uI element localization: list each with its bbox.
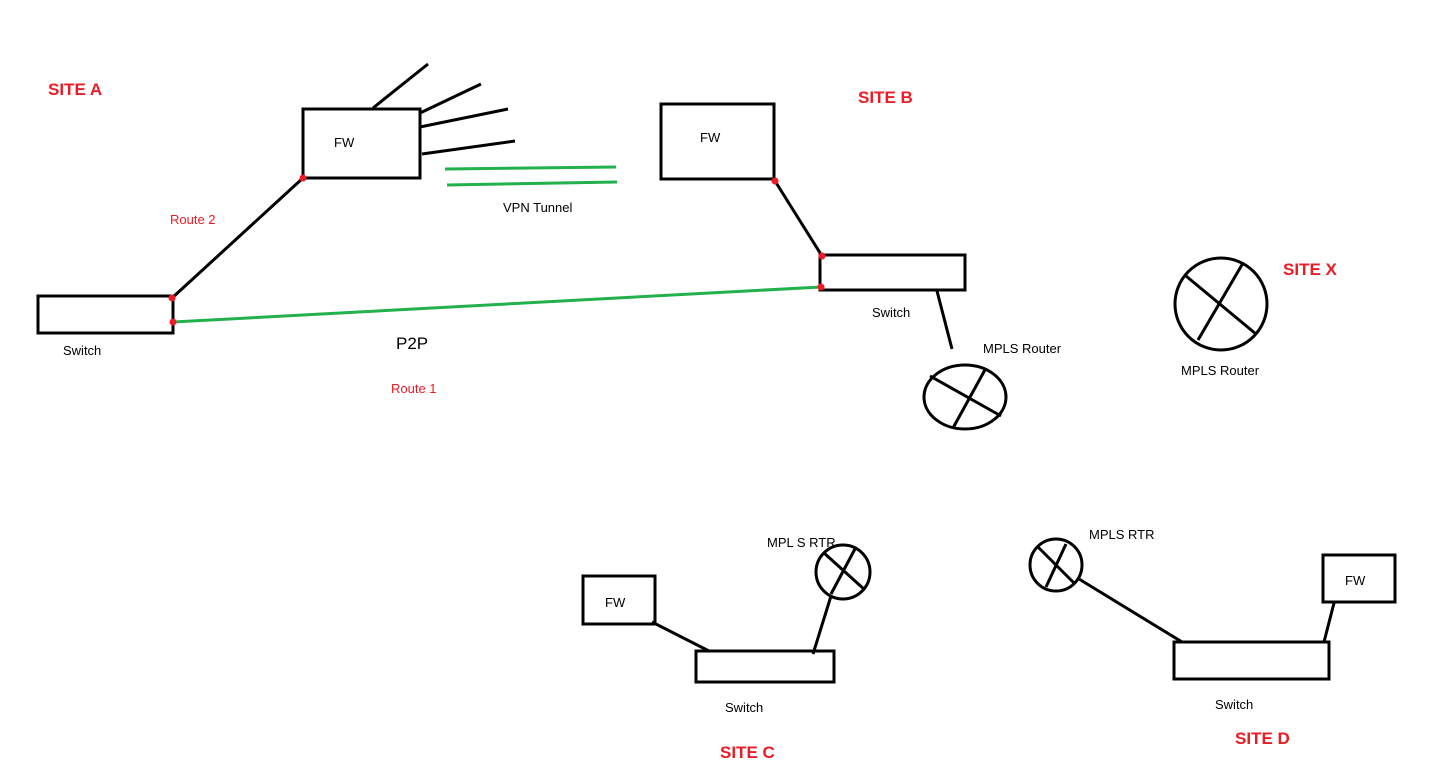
site-b-firewall: FW: [659, 102, 776, 181]
link-endpoints: [168, 174, 826, 326]
p2p-link: P2P Route 1: [172, 285, 822, 396]
site-c-fw-switch-link: [651, 620, 710, 653]
site-d-mpls-router-label: MPLS RTR: [1089, 527, 1155, 542]
endpoint-site-a-switch-p2p: [169, 318, 177, 326]
site-b: SITE B FW Switch MPLS Router: [659, 88, 1062, 431]
site-a-internet-uplinks: [372, 62, 516, 156]
endpoint-site-b-switch-fw: [818, 252, 826, 260]
site-c-label: SITE C: [720, 743, 775, 762]
site-d-label: SITE D: [1235, 729, 1290, 748]
site-c-switch-router-link: [811, 595, 833, 655]
site-a-switch-label: Switch: [63, 343, 101, 358]
vpn-tunnel-label: VPN Tunnel: [503, 200, 572, 215]
site-d-switch: Switch: [1172, 640, 1331, 712]
site-d: SITE D MPLS RTR Switch FW: [1028, 527, 1397, 748]
site-x-mpls-router-label: MPLS Router: [1181, 363, 1260, 378]
site-c-firewall: FW: [581, 574, 657, 626]
site-b-switch-label: Switch: [872, 305, 910, 320]
endpoint-site-b-switch-p2p: [817, 283, 825, 291]
site-b-firewall-label: FW: [700, 130, 721, 145]
site-x-mpls-router: MPLS Router: [1173, 256, 1269, 378]
route-1-label: Route 1: [391, 381, 437, 396]
site-d-router-switch-link: [1078, 577, 1188, 647]
site-a-firewall-label: FW: [334, 135, 355, 150]
site-d-firewall: FW: [1321, 553, 1397, 604]
p2p-label: P2P: [396, 334, 428, 353]
site-d-firewall-label: FW: [1345, 573, 1366, 588]
site-d-mpls-router: MPLS RTR: [1028, 527, 1155, 593]
endpoint-site-a-switch-route2: [168, 294, 176, 302]
site-d-switch-label: Switch: [1215, 697, 1253, 712]
site-b-label: SITE B: [858, 88, 913, 107]
site-d-switch-fw-link: [1322, 602, 1336, 643]
endpoint-site-b-fw: [771, 177, 779, 185]
vpn-tunnel: VPN Tunnel: [444, 165, 618, 215]
endpoint-site-a-fw: [299, 174, 307, 182]
site-x: SITE X MPLS Router: [1173, 256, 1338, 378]
site-c-mpls-router: MPL S RTR: [767, 535, 872, 601]
site-c-switch-label: Switch: [725, 700, 763, 715]
site-b-switch: Switch: [818, 253, 967, 320]
site-a-label: SITE A: [48, 80, 102, 99]
site-a-firewall: FW: [301, 107, 422, 180]
site-a-route2-link: [170, 176, 305, 300]
route-2-label: Route 2: [170, 212, 216, 227]
site-c-switch: Switch: [694, 649, 836, 715]
site-c-firewall-label: FW: [605, 595, 626, 610]
site-a-switch: Switch: [36, 294, 175, 358]
site-c-mpls-router-label: MPL S RTR: [767, 535, 836, 550]
site-b-switch-router-link: [935, 290, 954, 350]
site-a: SITE A FW Switch Route 2: [36, 62, 516, 358]
site-c: SITE C FW Switch MPL S RTR: [581, 535, 872, 762]
site-b-mpls-router: MPLS Router: [922, 341, 1062, 431]
site-b-fw-switch-link: [773, 180, 824, 257]
site-x-label: SITE X: [1283, 260, 1338, 279]
site-b-mpls-router-label: MPLS Router: [983, 341, 1062, 356]
